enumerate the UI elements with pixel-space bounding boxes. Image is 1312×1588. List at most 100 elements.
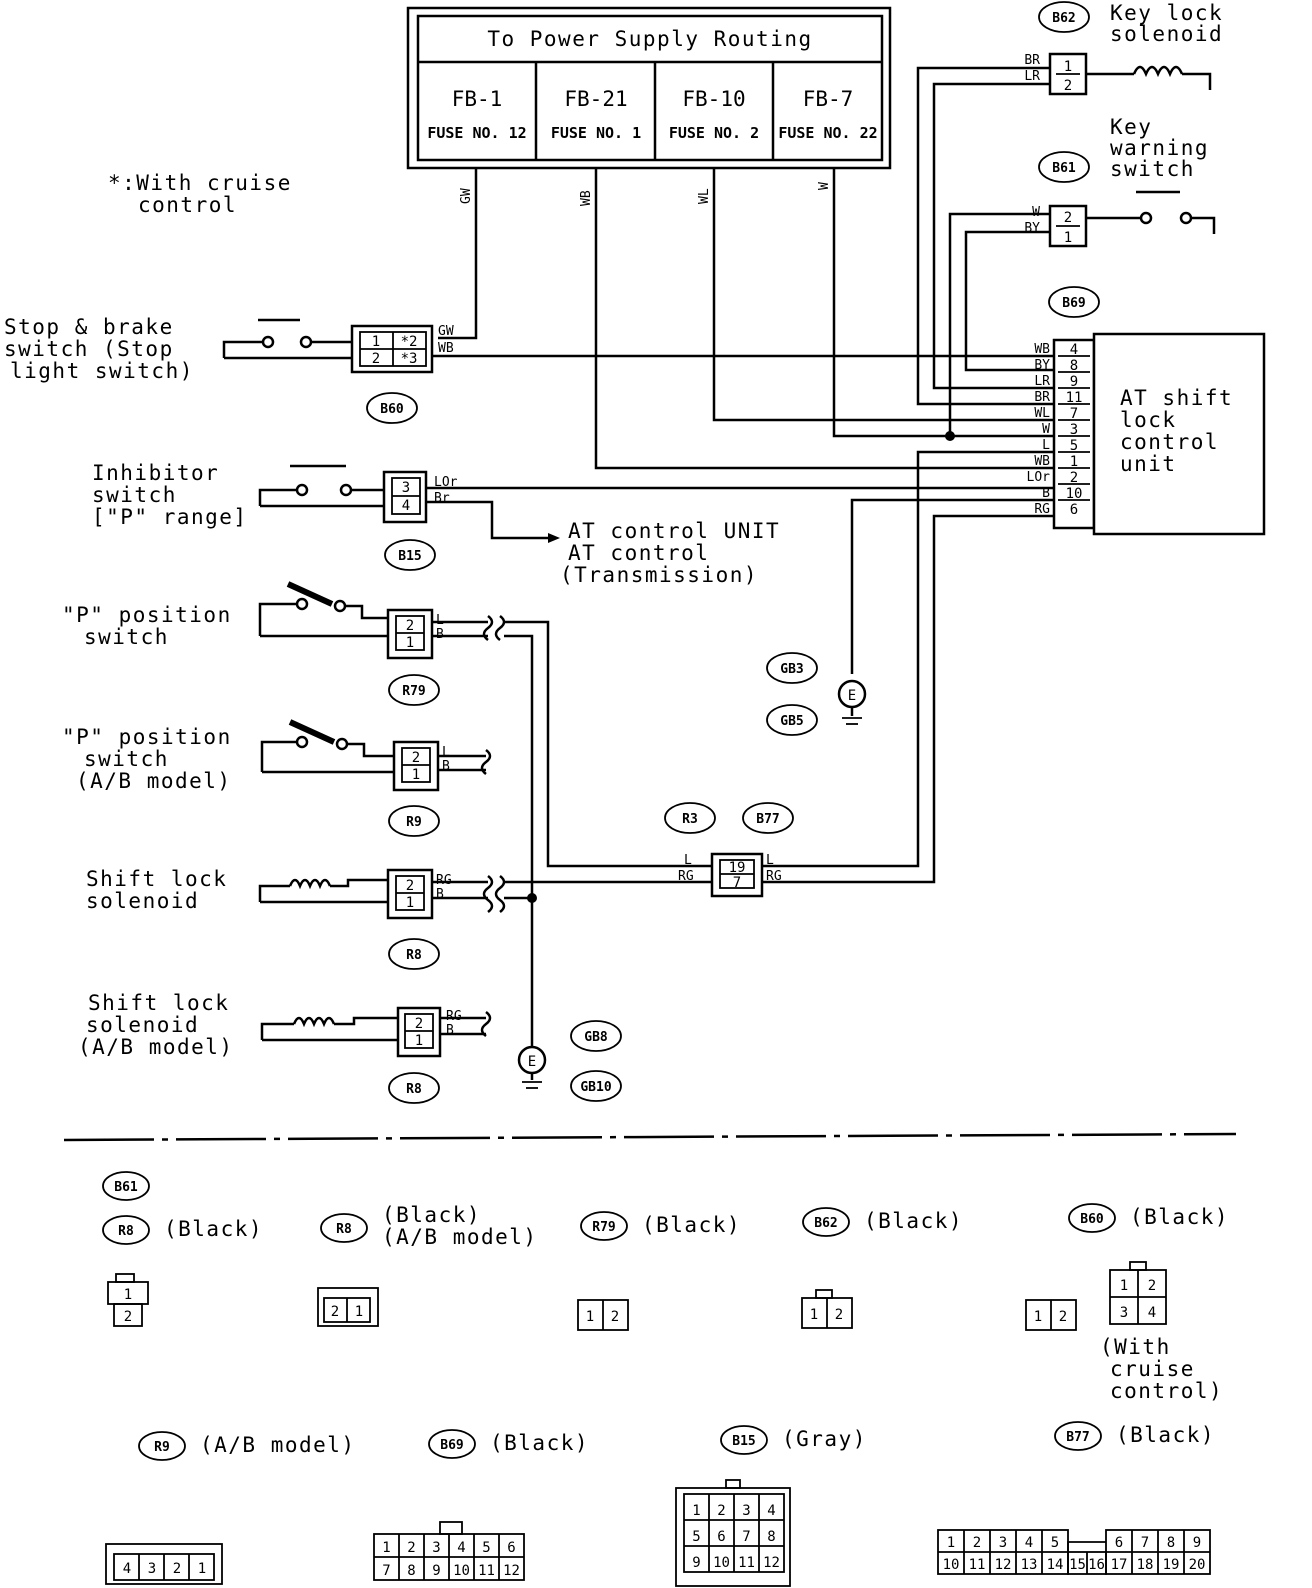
svg-text:BR: BR xyxy=(1024,53,1040,68)
svg-text:2: 2 xyxy=(372,351,380,367)
svg-text:1: 1 xyxy=(1034,1309,1042,1325)
inhibitor-switch: Inhibitor switch ["P" range] 3 4 LOr Br … xyxy=(92,461,1054,571)
shift-lock-solenoid: Shift lock solenoid 2 1 RG B R8 xyxy=(86,867,718,970)
svg-text:1: 1 xyxy=(372,334,380,350)
legend-pin: 7 xyxy=(382,1563,390,1579)
at-control-3: (Transmission) xyxy=(560,563,758,587)
legend-pin: 1 xyxy=(692,1503,700,1519)
svg-text:1: 1 xyxy=(586,1309,594,1325)
svg-text:E: E xyxy=(528,1054,536,1070)
svg-text:B77: B77 xyxy=(1066,1430,1089,1445)
svg-text:(Black): (Black) xyxy=(1130,1205,1229,1229)
legend-pin: 10 xyxy=(713,1555,730,1571)
svg-text:L: L xyxy=(442,745,450,760)
legend-pin: 3 xyxy=(742,1503,750,1519)
wire-wb: WB xyxy=(579,190,594,206)
svg-text:E: E xyxy=(848,688,856,704)
unit-wire-label: BY xyxy=(1034,358,1050,373)
svg-text:L: L xyxy=(684,853,692,868)
svg-text:GB10: GB10 xyxy=(580,1080,611,1095)
legend-pin: 6 xyxy=(507,1540,515,1556)
legend-pin: 3 xyxy=(432,1540,440,1556)
unit-wire-label: WB xyxy=(1034,342,1050,357)
svg-text:(A/B model): (A/B model) xyxy=(76,769,232,793)
legend-pin: 5 xyxy=(692,1529,700,1545)
fb1-label: FB-1 xyxy=(452,87,503,111)
legend-pin: 9 xyxy=(1193,1535,1201,1551)
legend-pin: 16 xyxy=(1088,1557,1105,1573)
svg-text:GB3: GB3 xyxy=(780,662,803,677)
unit-pin-number: 5 xyxy=(1070,438,1078,454)
svg-text:solenoid: solenoid xyxy=(1110,22,1223,46)
legend-pin: 2 xyxy=(717,1503,725,1519)
svg-text:RG: RG xyxy=(446,1009,462,1024)
svg-text:2: 2 xyxy=(124,1309,132,1325)
svg-text:switch (Stop: switch (Stop xyxy=(4,337,174,361)
svg-text:B69: B69 xyxy=(440,1438,463,1453)
svg-text:GB5: GB5 xyxy=(780,714,803,729)
legend-pin: 8 xyxy=(407,1563,415,1579)
fb10-label: FB-10 xyxy=(682,87,745,111)
legend-pin: 4 xyxy=(457,1540,465,1556)
svg-text:R79: R79 xyxy=(402,684,425,699)
svg-text:LR: LR xyxy=(1024,69,1040,84)
svg-text:4: 4 xyxy=(1148,1305,1156,1321)
svg-text:control: control xyxy=(1120,430,1219,454)
svg-text:R9: R9 xyxy=(406,815,422,830)
svg-text:GW: GW xyxy=(438,324,454,339)
legend-pin: 5 xyxy=(482,1540,490,1556)
legend-pin: 1 xyxy=(382,1540,390,1556)
key-wires xyxy=(916,66,1054,441)
ground-gb8-gb10: E GB8 GB10 xyxy=(517,1020,622,1102)
svg-text:Shift lock: Shift lock xyxy=(88,991,229,1015)
svg-text:2: 2 xyxy=(1148,1278,1156,1294)
svg-text:(Black): (Black) xyxy=(864,1209,963,1233)
at-control-2: AT control xyxy=(568,541,709,565)
svg-text:B15: B15 xyxy=(398,549,421,564)
svg-text:WB: WB xyxy=(438,341,454,356)
svg-text:1: 1 xyxy=(406,895,414,911)
svg-text:2: 2 xyxy=(406,618,414,634)
power-title: To Power Supply Routing xyxy=(487,27,812,51)
legend-pin: 17 xyxy=(1111,1557,1128,1573)
legend-pin: 11 xyxy=(478,1563,495,1579)
svg-text:2: 2 xyxy=(331,1304,339,1320)
unit-pin-number: 9 xyxy=(1070,374,1078,390)
svg-text:warning: warning xyxy=(1110,136,1209,160)
shift-lock-solenoid-ab: Shift lock solenoid (A/B model) 2 1 RG B… xyxy=(78,991,492,1104)
unit-wire-label: LOr xyxy=(1027,470,1051,485)
unit-wire-label: BR xyxy=(1034,390,1050,405)
svg-text:1: 1 xyxy=(412,767,420,783)
svg-text:2: 2 xyxy=(173,1561,181,1577)
svg-text:switch: switch xyxy=(92,483,177,507)
svg-text:3: 3 xyxy=(402,480,410,496)
junction-r3-b77: R3 B77 19 7 L RG L RG xyxy=(664,450,1054,898)
cruise-note-2: control xyxy=(138,193,237,217)
legend-pin: 13 xyxy=(1021,1557,1038,1573)
svg-text:(A/B model): (A/B model) xyxy=(200,1433,356,1457)
svg-text:R8: R8 xyxy=(336,1222,352,1237)
legend-pin: 12 xyxy=(995,1557,1012,1573)
svg-text:2: 2 xyxy=(415,1016,423,1032)
unit-wire-label: RG xyxy=(1034,502,1050,517)
legend: B61 R8 (Black) 1 2 R8 (Black) (A/B model… xyxy=(102,1171,1229,1587)
svg-text:RG: RG xyxy=(678,869,694,884)
svg-text:BY: BY xyxy=(1024,221,1040,236)
legend-pin: 6 xyxy=(1115,1535,1123,1551)
svg-text:R79: R79 xyxy=(592,1220,615,1235)
legend-pin: 11 xyxy=(969,1557,986,1573)
legend-pin: 7 xyxy=(1141,1535,1149,1551)
legend-pin: 5 xyxy=(1051,1535,1059,1551)
svg-text:B62: B62 xyxy=(814,1216,837,1231)
svg-text:1: 1 xyxy=(124,1287,132,1303)
unit-pin-number: 10 xyxy=(1066,486,1083,502)
svg-text:(Black): (Black) xyxy=(490,1431,589,1455)
unit-pin-number: 2 xyxy=(1070,470,1078,486)
svg-text:B: B xyxy=(436,627,444,642)
svg-text:B15: B15 xyxy=(732,1434,755,1449)
fuse1-label: FUSE NO. 1 xyxy=(551,124,641,142)
svg-text:(Black): (Black) xyxy=(642,1213,741,1237)
svg-text:B61: B61 xyxy=(114,1180,138,1195)
legend-pin: 8 xyxy=(767,1529,775,1545)
